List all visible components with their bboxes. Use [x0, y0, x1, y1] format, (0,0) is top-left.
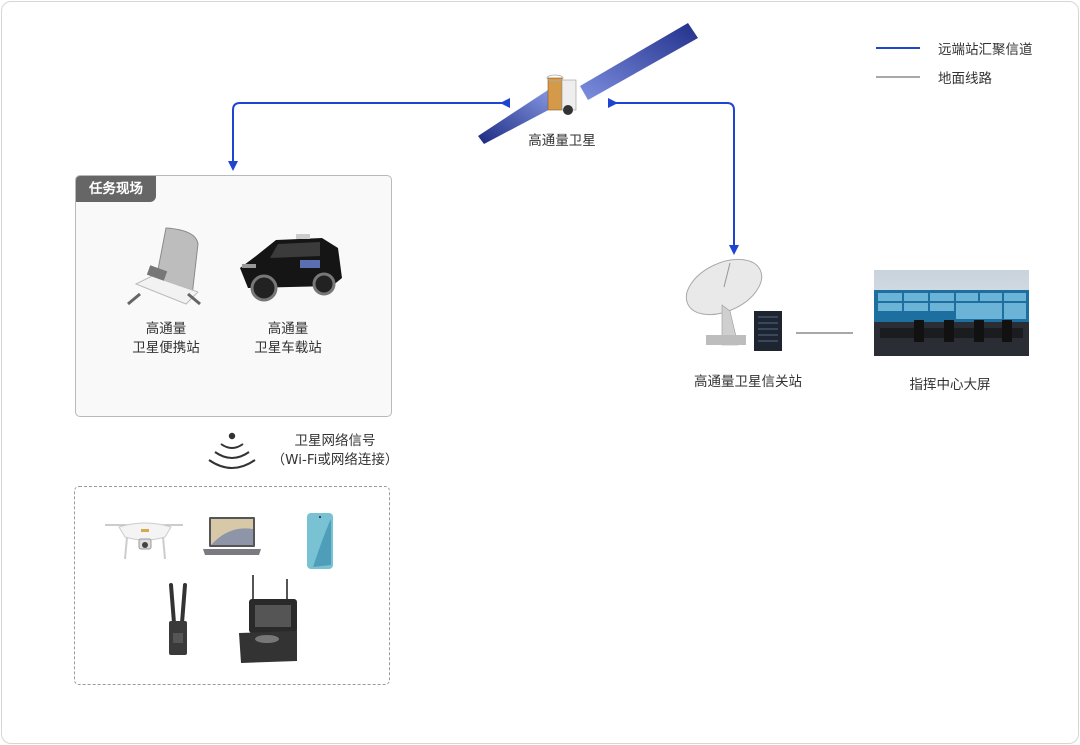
command-center-screen-icon	[874, 270, 1029, 356]
portable-radio-icon	[169, 583, 187, 655]
legend-blue-line	[876, 47, 920, 49]
satellite-label: 高通量卫星	[528, 133, 596, 149]
portable-station-icon	[127, 227, 201, 306]
signal-label-line-1: 卫星网络信号	[294, 433, 376, 449]
legend-label: 地面线路	[938, 71, 992, 87]
link-satellite-to-mission	[228, 98, 510, 171]
signal-label-line-2: （Wi-Fi或网络连接）	[271, 452, 399, 468]
laptop-icon	[203, 517, 261, 555]
gateway-antenna-icon	[685, 258, 782, 351]
command-center-label: 指挥中心大屏	[909, 377, 991, 393]
mission-site-panel: 任务现场 高通量 卫星便携站 高通量 卫星车载站	[75, 175, 392, 417]
vehicle-station-label: 高通量 卫星车载站	[238, 320, 338, 358]
legend-label: 远端站汇聚信道	[938, 42, 1033, 58]
legend-gray-line	[876, 76, 920, 78]
field-terminal-case-icon	[239, 575, 297, 663]
label-line-1: 高通量	[145, 321, 187, 337]
portable-station-label: 高通量 卫星便携站	[116, 320, 216, 358]
label-line-2: 卫星车载站	[254, 340, 322, 356]
label-line-1: 高通量	[267, 321, 309, 337]
legend-item-satellite-channel: 远端站汇聚信道	[876, 38, 1033, 58]
terminal-devices-panel	[74, 486, 390, 685]
signal-label: 卫星网络信号 （Wi-Fi或网络连接）	[260, 432, 410, 470]
wireless-signal-icon	[208, 432, 256, 469]
satellite-icon	[478, 23, 698, 144]
link-satellite-to-gateway	[608, 98, 739, 255]
vehicle-station-icon	[240, 234, 342, 302]
smartphone-icon	[307, 513, 333, 569]
label-line-2: 卫星便携站	[132, 340, 200, 356]
mission-site-title: 任务现场	[76, 176, 156, 202]
drone-icon	[105, 522, 183, 560]
gateway-label: 高通量卫星信关站	[694, 374, 802, 390]
legend-item-ground-line: 地面线路	[876, 67, 992, 87]
